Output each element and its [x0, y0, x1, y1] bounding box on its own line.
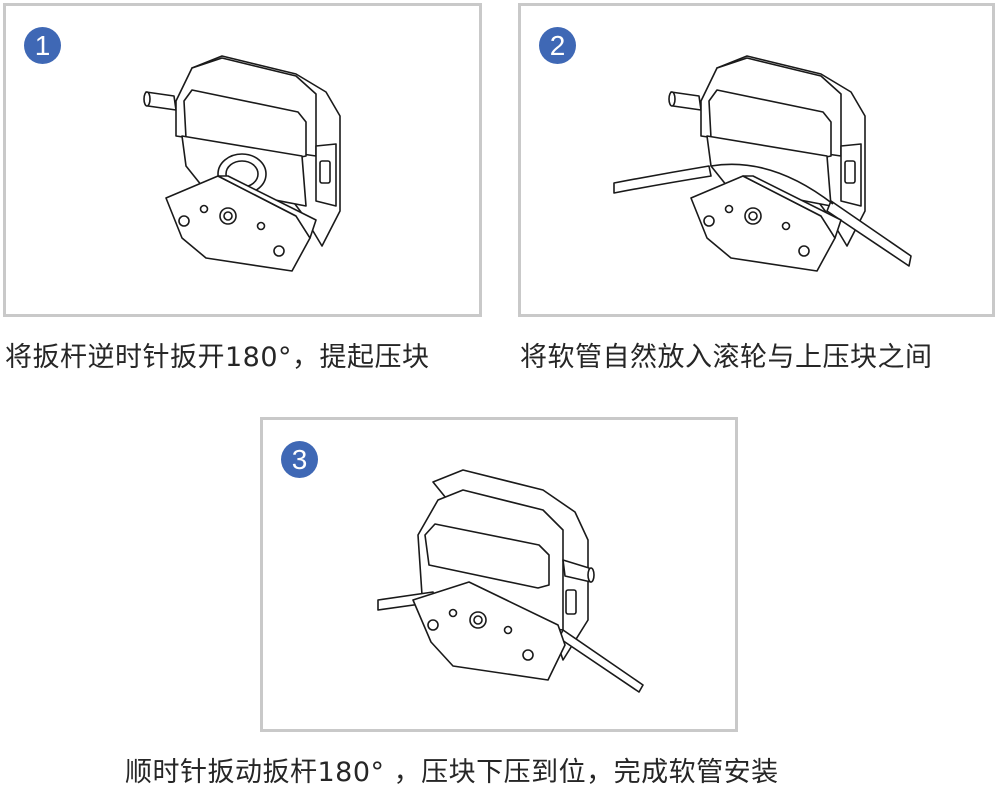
step-3-caption: 顺时针扳动扳杆180° ，压块下压到位，完成软管安装	[125, 757, 779, 788]
step-1-panel: 1	[3, 3, 482, 317]
step-number-badge: 2	[539, 27, 576, 64]
step-number-badge: 3	[281, 441, 318, 478]
step-2-panel: 2	[518, 3, 995, 317]
step-3-panel: 3	[260, 417, 738, 732]
peristaltic-pump-head-tube-inserted-icon	[613, 55, 912, 272]
peristaltic-pump-head-open-icon	[143, 55, 341, 272]
peristaltic-pump-head-closed-icon	[377, 469, 644, 693]
step-number-badge: 1	[24, 27, 61, 64]
step-1-caption: 将扳杆逆时针扳开180°，提起压块	[5, 342, 430, 373]
step-2-caption: 将软管自然放入滚轮与上压块之间	[520, 342, 933, 373]
